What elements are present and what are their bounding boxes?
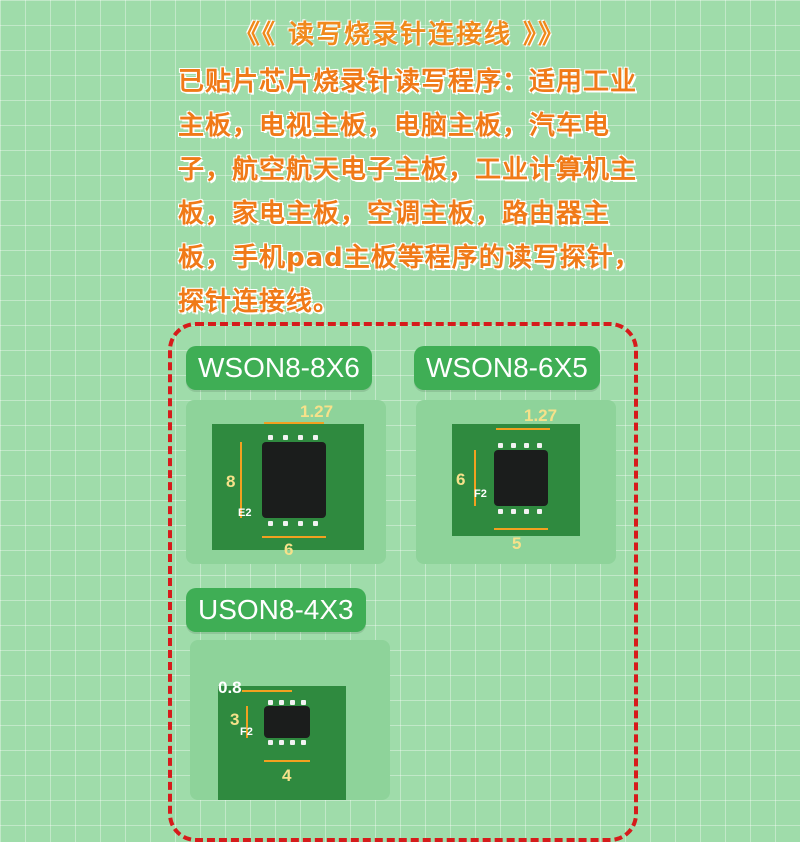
chip-pin	[313, 521, 318, 526]
chip-pin	[511, 509, 516, 514]
chip-wson8-8x6	[262, 442, 326, 518]
pitch-arrow	[496, 428, 550, 430]
chip-pin	[537, 443, 542, 448]
chip-uson8-4x3	[264, 706, 310, 738]
package-label-uson8-4x3: USON8-4X3	[186, 588, 366, 632]
chip-pin	[268, 521, 273, 526]
chip-pin	[301, 740, 306, 745]
package-label-wson8-8x6: WSON8-8X6	[186, 346, 372, 390]
chip-pin	[290, 700, 295, 705]
chip-pin	[283, 435, 288, 440]
width-arrow	[264, 760, 310, 762]
chip-pin	[511, 443, 516, 448]
chip-pin	[268, 435, 273, 440]
width-dimension: 6	[284, 540, 294, 559]
chip-pin	[537, 509, 542, 514]
package-card-wson8-8x6: 1.27 8 E2 6	[186, 400, 386, 564]
pitch-dimension: 1.27	[300, 402, 334, 421]
pad-mark: E2	[238, 507, 252, 519]
chip-pin	[298, 521, 303, 526]
height-arrow	[246, 706, 248, 738]
pitch-arrow	[242, 690, 292, 692]
product-description: 已贴片芯片烧录针读写程序：适用工业主板，电视主板，电脑主板，汽车电子，航空航天电…	[178, 67, 641, 317]
chip-pin	[498, 509, 503, 514]
height-dimension: 6	[456, 470, 466, 489]
pitch-arrow	[264, 422, 324, 424]
page-title: 《《 读写烧录针连接线 》》	[233, 20, 567, 50]
chip-pin	[268, 740, 273, 745]
chip-pin	[268, 700, 273, 705]
pad-mark: F2	[474, 488, 487, 500]
package-card-uson8-4x3: 0.8 3 F2 4	[190, 640, 390, 800]
height-dimension: 8	[226, 472, 236, 491]
pitch-dimension: 1.27	[524, 406, 558, 425]
chip-pin	[279, 740, 284, 745]
chip-pin	[313, 435, 318, 440]
package-label-wson8-6x5: WSON8-6X5	[414, 346, 600, 390]
pitch-dimension: 0.8	[218, 678, 242, 697]
chip-wson8-6x5	[494, 450, 548, 506]
height-arrow	[240, 442, 242, 518]
pad-mark: F2	[240, 726, 253, 738]
width-arrow	[494, 528, 548, 530]
chip-pin	[298, 435, 303, 440]
height-arrow	[474, 450, 476, 506]
width-dimension: 4	[282, 766, 292, 785]
chip-pin	[524, 443, 529, 448]
chip-pin	[498, 443, 503, 448]
package-card-wson8-6x5: 1.27 6 F2 5	[416, 400, 616, 564]
width-dimension: 5	[512, 534, 522, 553]
width-arrow	[262, 536, 326, 538]
chip-pin	[279, 700, 284, 705]
chip-pin	[283, 521, 288, 526]
chip-pin	[290, 740, 295, 745]
chip-pin	[301, 700, 306, 705]
height-dimension: 3	[230, 710, 240, 729]
chip-pin	[524, 509, 529, 514]
